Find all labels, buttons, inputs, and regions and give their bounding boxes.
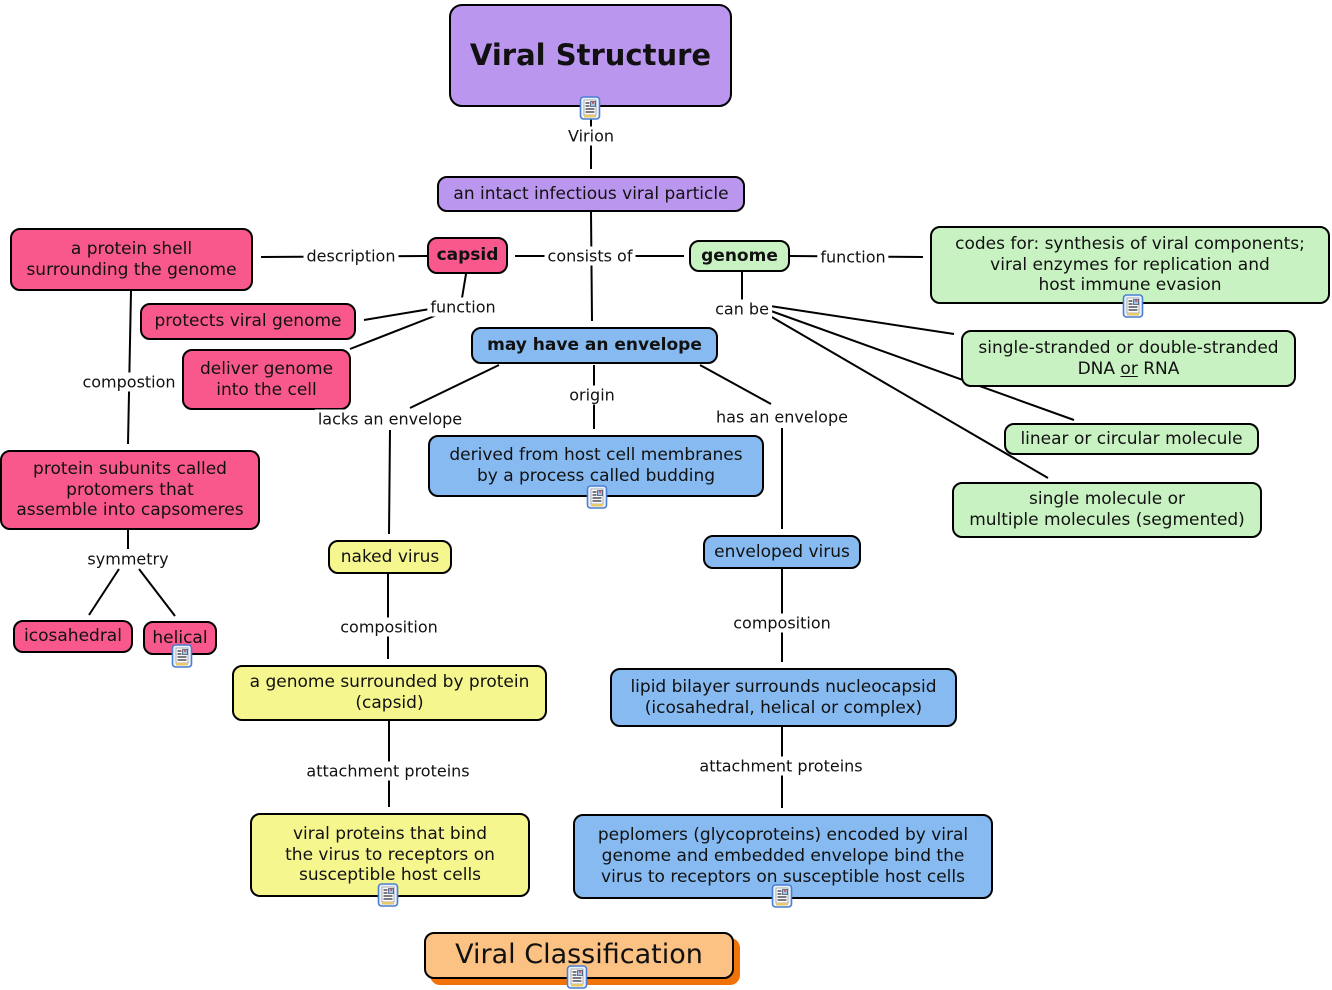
node-capsid-text: capsid (436, 245, 499, 266)
node-genome-capsid[interactable]: a genome surrounded by protein (capsid) (232, 665, 547, 721)
link-label-description[interactable]: description (303, 246, 399, 266)
node-protomers[interactable]: protein subunits called protomers that a… (0, 450, 260, 530)
node-enveloped-virus-text: enveloped virus (714, 541, 850, 562)
node-derived-membranes-text: derived from host cell membranes by a pr… (449, 445, 743, 486)
link-label-symmetry[interactable]: symmetry (84, 549, 172, 569)
edge-capsid-functionlbl (461, 273, 467, 299)
node-lipid-bilayer[interactable]: lipid bilayer surrounds nucleocapsid (ic… (610, 668, 957, 727)
node-protomers-text: protein subunits called protomers that a… (16, 458, 244, 521)
node-genome-capsid-text: a genome surrounded by protein (capsid) (249, 672, 530, 713)
link-label-has-envelope[interactable]: has an envelope (713, 407, 851, 427)
link-label-origin[interactable]: origin (566, 385, 618, 405)
edge-canbe-dnarna (769, 305, 955, 338)
node-single-molecule[interactable]: single molecule or multiple molecules (s… (952, 482, 1262, 538)
resource-note-icon[interactable] (1123, 294, 1144, 318)
node-may-have-envelope-text: may have an envelope (487, 335, 702, 356)
node-deliver-genome[interactable]: deliver genome into the cell (182, 349, 351, 410)
node-icosahedral[interactable]: icosahedral (13, 620, 133, 653)
link-label-compostion[interactable]: compostion (79, 372, 179, 392)
link-label-virion[interactable]: Virion (565, 126, 617, 146)
resource-note-icon[interactable] (172, 644, 193, 668)
node-viral-structure-text: Viral Structure (469, 37, 712, 72)
resource-note-icon[interactable] (587, 485, 608, 509)
link-label-function-genome[interactable]: function (817, 247, 889, 267)
node-single-molecule-text: single molecule or multiple molecules (s… (969, 489, 1245, 530)
node-naked-virus-text: naked virus (340, 546, 440, 567)
link-label-consists-of[interactable]: consists of (544, 246, 636, 266)
node-deliver-genome-text: deliver genome into the cell (199, 358, 334, 400)
link-label-can-be[interactable]: can be (712, 299, 772, 319)
link-label-attachment-right[interactable]: attachment proteins (696, 756, 866, 776)
node-linear-circular[interactable]: linear or circular molecule (1004, 423, 1259, 455)
node-linear-circular-text: linear or circular molecule (1020, 428, 1243, 449)
node-helical-text: helical (152, 627, 208, 648)
node-genome-text: genome (701, 245, 778, 266)
node-lipid-bilayer-text: lipid bilayer surrounds nucleocapsid (ic… (630, 676, 937, 718)
node-peplomers-text: peplomers (glycoproteins) encoded by vir… (597, 825, 969, 887)
node-viral-proteins-text: viral proteins that bind the virus to re… (285, 823, 495, 886)
node-intact-particle[interactable]: an intact infectious viral particle (437, 176, 745, 212)
resource-note-icon[interactable] (580, 96, 601, 120)
node-may-have-envelope[interactable]: may have an envelope (471, 327, 718, 364)
node-protein-shell-text: a protein shell surrounding the genome (26, 238, 237, 280)
node-viral-classification-text: Viral Classification (455, 939, 703, 971)
edge-canbe-single (769, 315, 1049, 479)
resource-note-icon[interactable] (567, 965, 588, 989)
edge-canbe-linear (770, 310, 1075, 422)
node-intact-particle-text: an intact infectious viral particle (453, 183, 729, 204)
node-derived-membranes[interactable]: derived from host cell membranes by a pr… (428, 435, 764, 497)
node-genome-function[interactable]: codes for: synthesis of viral components… (930, 226, 1330, 304)
node-dna-rna-text: single-stranded or double-stranded DNA o… (978, 337, 1279, 379)
edge-function-protects (363, 308, 431, 324)
link-label-attachment-left[interactable]: attachment proteins (303, 761, 473, 781)
edge-envelope-has (699, 364, 772, 405)
resource-note-icon[interactable] (378, 883, 399, 907)
node-viral-structure[interactable]: Viral Structure (449, 4, 732, 107)
edge-envelope-lacks (409, 364, 500, 409)
link-label-lacks-envelope[interactable]: lacks an envelope (314, 409, 466, 429)
link-label-composition-right[interactable]: composition (730, 613, 834, 633)
node-protects-genome[interactable]: protects viral genome (140, 303, 356, 340)
node-protein-shell[interactable]: a protein shell surrounding the genome (10, 228, 253, 291)
node-protects-genome-text: protects viral genome (154, 311, 342, 332)
node-icosahedral-text: icosahedral (24, 626, 122, 647)
node-genome-function-text: codes for: synthesis of viral components… (955, 233, 1305, 296)
edge-symmetry-icosahedral (88, 568, 120, 616)
edge-lacks-naked (383, 429, 395, 535)
node-naked-virus[interactable]: naked virus (328, 540, 452, 574)
edge-symmetry-helical (138, 568, 176, 617)
node-enveloped-virus[interactable]: enveloped virus (703, 535, 861, 569)
edge-function-deliver (349, 314, 438, 350)
node-dna-rna[interactable]: single-stranded or double-stranded DNA o… (961, 330, 1296, 387)
link-label-function-capsid[interactable]: function (427, 297, 499, 317)
node-viral-proteins[interactable]: viral proteins that bind the virus to re… (250, 813, 530, 897)
edge-shell-protomers (122, 290, 134, 445)
node-capsid[interactable]: capsid (427, 237, 508, 274)
link-label-composition-left[interactable]: composition (337, 617, 441, 637)
edge-intact-envelope (586, 211, 598, 322)
node-helical[interactable]: helical (143, 621, 217, 655)
node-genome[interactable]: genome (689, 240, 790, 272)
resource-note-icon[interactable] (772, 884, 793, 908)
